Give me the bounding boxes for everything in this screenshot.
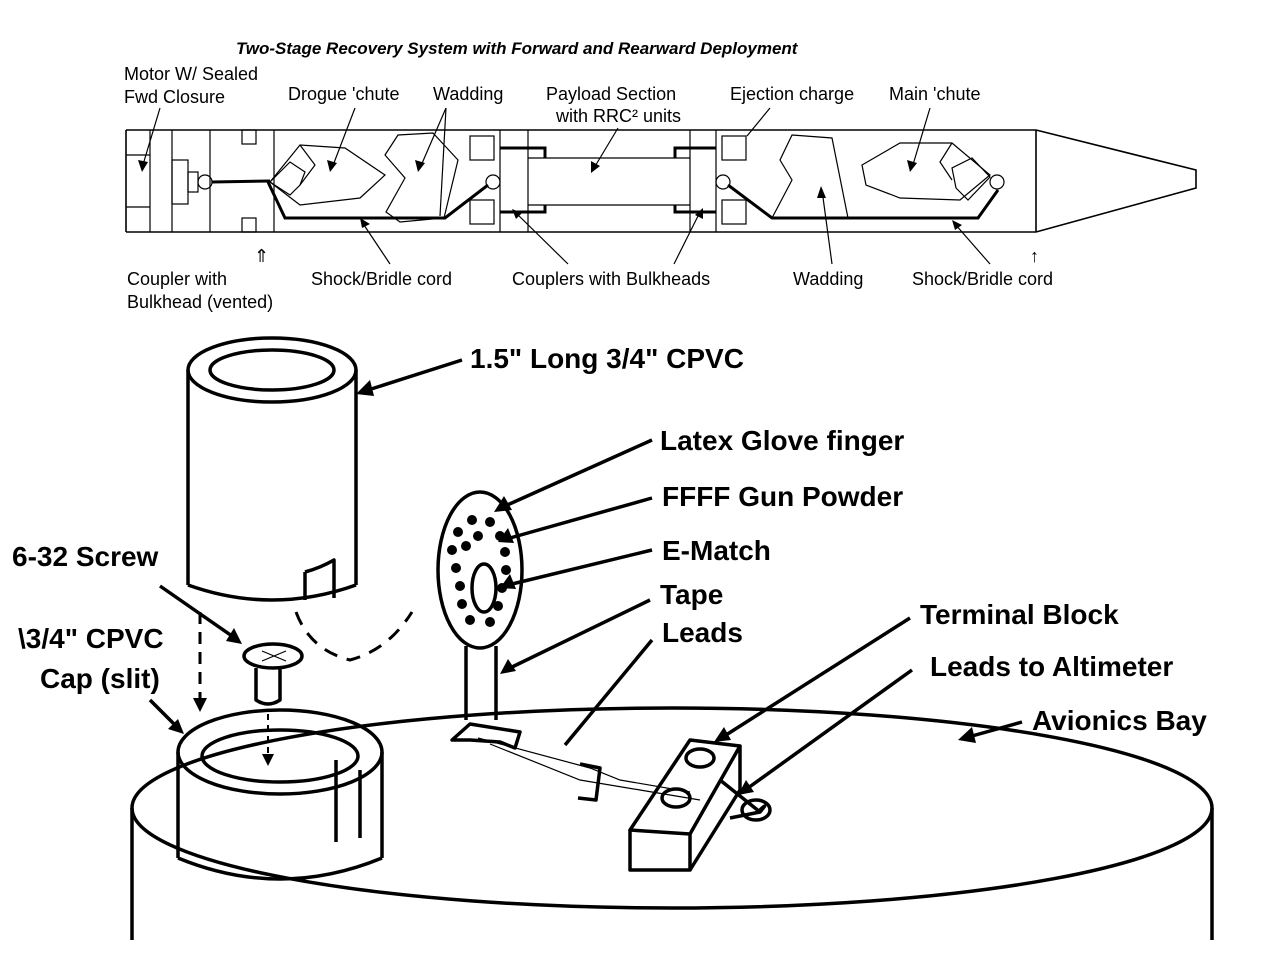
- label-avionics-bay: Avionics Bay: [1032, 705, 1207, 736]
- terminal-block: [628, 738, 742, 872]
- avionics-bay: [130, 706, 1214, 940]
- cpvc-tube: [186, 336, 358, 602]
- vented-coupler: [209, 129, 275, 233]
- rocket-schematic: Two-Stage Recovery System with Forward a…: [124, 39, 1197, 312]
- screw: [242, 642, 304, 706]
- drogue-shock-cord: [211, 174, 501, 220]
- label-motor-line1: Motor W/ Sealed: [124, 64, 258, 84]
- label-wadding-bottom: Wadding: [793, 269, 863, 289]
- wadding-forward: [384, 132, 459, 223]
- label-motor-line2: Fwd Closure: [124, 87, 225, 107]
- label-leads-altimeter: Leads to Altimeter: [930, 651, 1173, 682]
- drogue-chute: [269, 144, 386, 206]
- latex-glove-finger: [436, 490, 524, 720]
- label-ejection-charge: Ejection charge: [730, 84, 854, 104]
- glove-finger-neck: [464, 646, 498, 720]
- label-payload-line1: Payload Section: [546, 84, 676, 104]
- schematic-leaders: [138, 107, 991, 265]
- label-screw: 6-32 Screw: [12, 541, 159, 572]
- label-couplers-bulkheads: Couplers with Bulkheads: [512, 269, 710, 289]
- label-coupler-line2: Bulkhead (vented): [127, 292, 273, 312]
- label-cpvc-tube: 1.5" Long 3/4" CPVC: [470, 343, 744, 374]
- e-match-head: [470, 562, 498, 614]
- label-coupler-line1: Coupler with: [127, 269, 227, 289]
- rocket-body: [125, 129, 1037, 233]
- assembly-dash-lines: [193, 611, 414, 766]
- schematic-title: Two-Stage Recovery System with Forward a…: [236, 39, 799, 58]
- label-e-match: E-Match: [662, 535, 771, 566]
- label-gun-powder: FFFF Gun Powder: [662, 481, 903, 512]
- label-cap-line2: Cap (slit): [40, 663, 160, 694]
- main-shock-cord: [715, 174, 1005, 220]
- leads-and-tape: [450, 722, 701, 802]
- label-cap-line1: \3/4" CPVC: [18, 623, 164, 654]
- nose-cone: [1035, 129, 1197, 233]
- separation-arrow: ↑: [1030, 246, 1039, 266]
- label-drogue-chute: Drogue 'chute: [288, 84, 400, 104]
- label-payload-line2: with RRC² units: [555, 106, 681, 126]
- ejection-assembly: 1.5" Long 3/4" CPVC Latex Glove finger F…: [12, 336, 1214, 940]
- vent-arrow: ⇑: [254, 246, 269, 266]
- label-shock-cord-right: Shock/Bridle cord: [912, 269, 1053, 289]
- motor-section: [126, 130, 213, 232]
- label-leads: Leads: [662, 617, 743, 648]
- main-chute: [861, 142, 991, 201]
- wadding-rear: [771, 134, 849, 219]
- label-terminal-block: Terminal Block: [920, 599, 1119, 630]
- gun-powder-dots: [447, 515, 511, 627]
- label-latex-glove: Latex Glove finger: [660, 425, 904, 456]
- label-shock-cord-left: Shock/Bridle cord: [311, 269, 452, 289]
- label-wadding-top: Wadding: [433, 84, 503, 104]
- cpvc-cap: [176, 708, 384, 881]
- assembly-leaders: [148, 358, 1023, 795]
- label-main-chute: Main 'chute: [889, 84, 981, 104]
- altimeter-lead-loop: [740, 798, 772, 822]
- altimeter-leads: [718, 778, 767, 820]
- label-tape: Tape: [660, 579, 723, 610]
